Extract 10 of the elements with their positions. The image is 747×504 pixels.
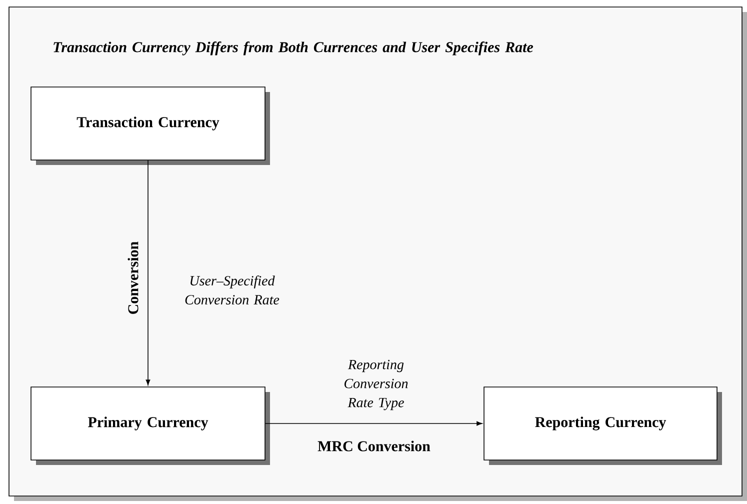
edge-label: Conversion bbox=[128, 242, 138, 314]
arrow bbox=[146, 160, 150, 386]
title: Transaction Currency Differs from Both Currences and User Specifies Rate bbox=[54, 42, 534, 56]
edge-label: MRC Conversion bbox=[318, 440, 430, 452]
currency-box: Transaction Currency bbox=[30, 86, 270, 165]
currency-box: Reporting Currency bbox=[484, 386, 722, 465]
rate-note: Reporting Conversion Rate Type bbox=[344, 360, 408, 410]
arrow bbox=[265, 421, 482, 426]
rate-note: User–Specified Conversion Rate bbox=[185, 276, 280, 304]
currency-box: Primary Currency bbox=[30, 386, 270, 465]
